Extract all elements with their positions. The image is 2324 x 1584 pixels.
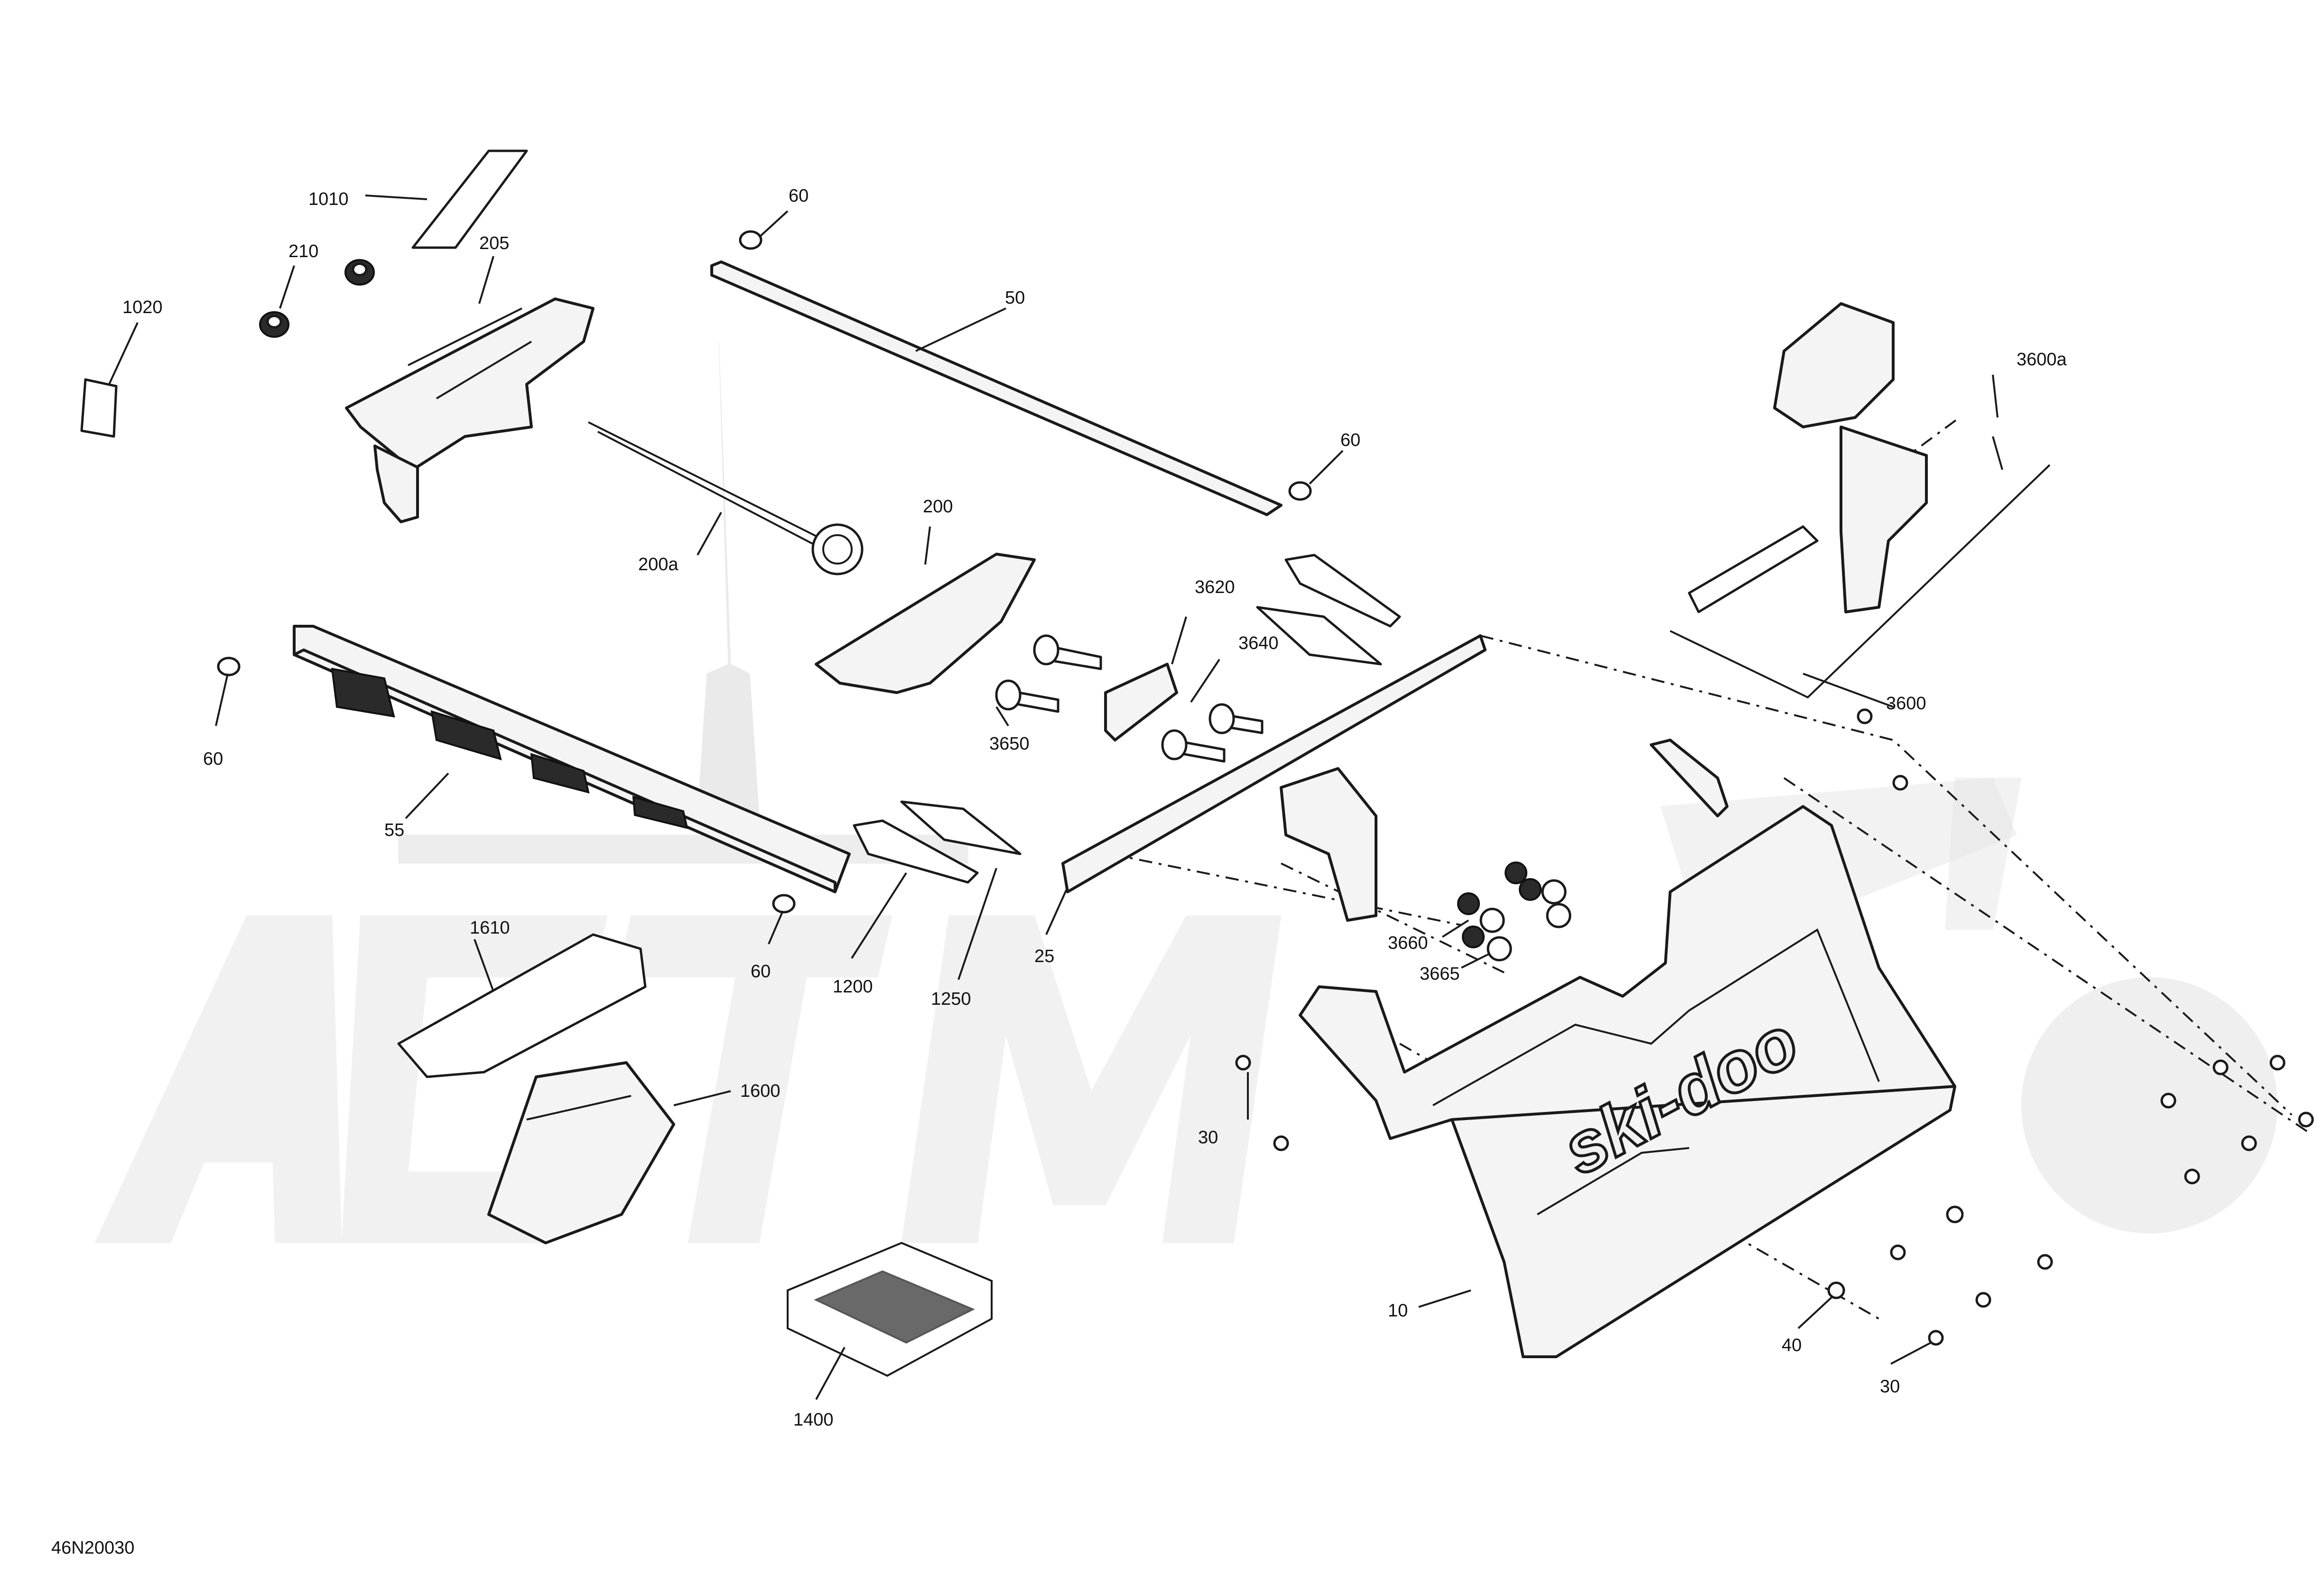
hinge-3600 <box>1670 302 2051 699</box>
callout-60-top: 60 <box>789 186 809 206</box>
callout-60-upper-right: 60 <box>1340 430 1360 450</box>
callout-1020: 1020 <box>122 297 163 317</box>
wiring-harness-200a <box>588 421 864 575</box>
side-trim-55 <box>293 625 851 893</box>
tray-1610 <box>397 933 647 1078</box>
callout-30-right: 30 <box>1880 1377 1900 1397</box>
callout-60-left: 60 <box>203 749 223 769</box>
nuts-3660 <box>1457 861 1571 962</box>
callout-3640: 3640 <box>1238 633 1279 653</box>
callout-200: 200 <box>923 497 953 517</box>
callout-1010: 1010 <box>308 189 349 209</box>
callout-1250: 1250 <box>931 989 971 1009</box>
headlight-200 <box>815 553 1036 694</box>
tool-kit-1400 <box>787 1241 993 1377</box>
callout-210: 210 <box>288 241 318 261</box>
callout-3660: 3660 <box>1388 933 1428 953</box>
callout-3650: 3650 <box>989 734 1030 754</box>
callout-3600a: 3600a <box>2017 350 2067 370</box>
callout-1600: 1600 <box>740 1081 781 1101</box>
lens-1250 <box>900 800 1022 855</box>
callout-200a: 200a <box>638 555 679 574</box>
callout-3600: 3600 <box>1886 694 1926 713</box>
leader-lines <box>108 195 1999 1400</box>
grommet-210 <box>259 259 375 338</box>
callout-labels: 1010 210 205 1020 60 50 60 200 200a 3600… <box>122 186 2067 1430</box>
lens-upper <box>1256 554 1401 666</box>
hinge-bracket <box>1280 767 1377 922</box>
callout-3665: 3665 <box>1420 964 1460 984</box>
decal-1020 <box>80 378 118 438</box>
decal-1010 <box>411 149 528 249</box>
callout-55: 55 <box>384 820 404 840</box>
headlight-housing-205 <box>345 297 595 523</box>
callout-25: 25 <box>1034 946 1054 966</box>
hood-10: ski-doo <box>1299 739 1956 1358</box>
callout-60-bottom: 60 <box>751 962 771 982</box>
callout-1200: 1200 <box>833 977 873 997</box>
lens-1200 <box>853 819 979 884</box>
callout-50: 50 <box>1005 288 1025 308</box>
callout-1610: 1610 <box>470 918 510 938</box>
drawing-id: 46N20030 <box>51 1538 134 1558</box>
screw-60 <box>217 230 1312 914</box>
trim-strip-50 <box>710 260 1283 516</box>
storage-box-1600 <box>487 1061 675 1244</box>
callout-1400: 1400 <box>793 1410 834 1430</box>
callout-10: 10 <box>1388 1301 1408 1321</box>
screws-30-40 <box>1235 708 2314 1346</box>
callout-40: 40 <box>1782 1335 1802 1355</box>
callout-3620: 3620 <box>1195 577 1235 597</box>
bolts-3640 <box>995 634 1264 763</box>
callout-30-left: 30 <box>1198 1128 1218 1148</box>
rail-25 <box>1061 634 1487 893</box>
bracket-3620 <box>1104 663 1178 741</box>
callout-205: 205 <box>479 233 509 253</box>
